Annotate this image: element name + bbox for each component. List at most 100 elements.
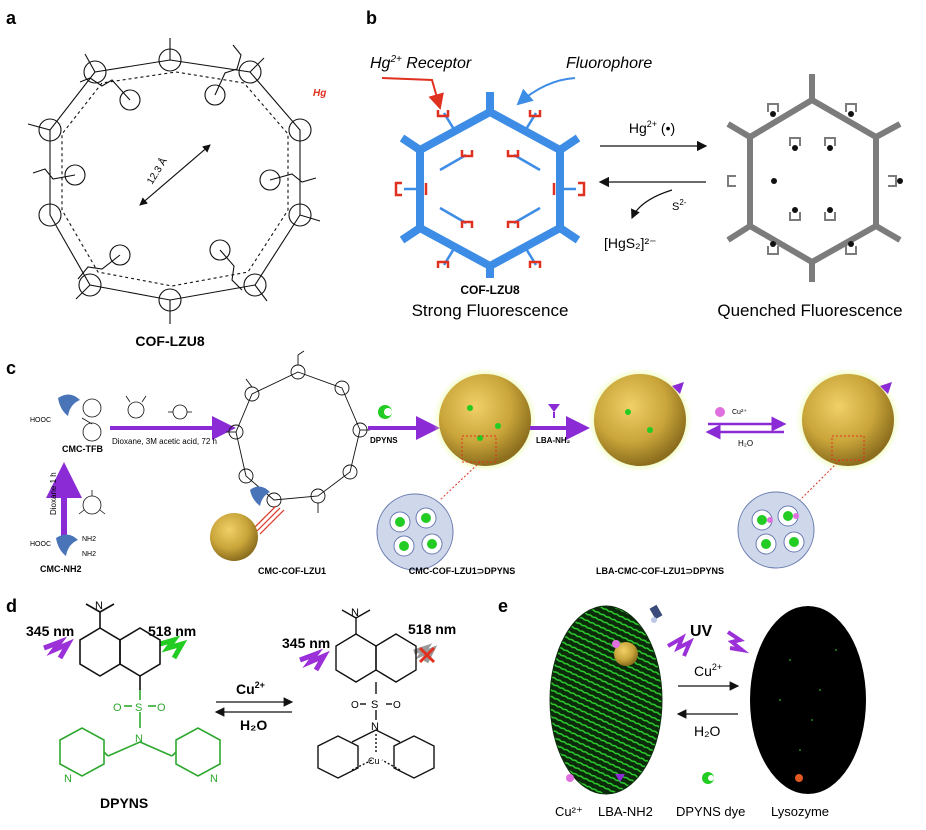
receptor-pointer [381, 77, 444, 110]
panel-c-letter: c [6, 358, 16, 378]
hg-mark: Hg [313, 88, 326, 99]
emission-bolt-left [159, 635, 188, 660]
dpyns-step: DPYNS [368, 405, 440, 445]
s-atom-2: S [371, 699, 378, 711]
nh2-label-2: NH2 [82, 551, 96, 558]
dpyns-step-label: DPYNS [370, 436, 398, 445]
hg-ions [770, 111, 903, 247]
emission-left: 518 nm [148, 623, 196, 639]
cmc-nh2-structure: HOOC NH2 NH2 CMC-NH2 [30, 534, 96, 574]
cu-atom: Cu [368, 756, 380, 766]
legend-lysozyme-icon [795, 774, 803, 782]
dpyns-name-d: DPYNS [100, 795, 148, 811]
cmc-nh2-label: CMC-NH2 [40, 564, 82, 574]
cooh-label-top: HOOC [30, 417, 51, 424]
legend-lba-icon [615, 774, 625, 782]
caption-cmc-cof-dpyns: CMC-COF-LZU1⊃DPYNS [409, 566, 516, 576]
hgs2-product-label: [HgS₂]²⁻ [604, 235, 657, 251]
fluorophore-pointer [516, 77, 576, 106]
dpyns-structure-left [59, 603, 221, 777]
hg-receptors [394, 110, 586, 268]
panel-d: d 345 nm 518 nm [6, 596, 456, 811]
panel-b: b Hg2+ Receptor Fluorophore [366, 8, 903, 320]
excitation-bolt-right [299, 648, 330, 672]
n-atom-3: N [64, 773, 72, 785]
caption-lba-cmc-cof-dpyns: LBA-CMC-COF-LZU1⊃DPYNS [596, 566, 724, 576]
red-link-lines [251, 505, 285, 535]
particle-dpyns [433, 368, 537, 501]
cmc-cof-lzu1-macrocycle [226, 350, 370, 513]
caption-cmc-cof-lzu1: CMC-COF-LZU1 [258, 566, 326, 576]
cooh-label-bottom: HOOC [30, 541, 51, 548]
panel-d-letter: d [6, 596, 17, 616]
hg-bound-receptors [727, 103, 897, 255]
n-atom-2: N [135, 733, 143, 745]
legend-cu: Cu²⁺ [555, 804, 583, 819]
fluorophore-label: Fluorophore [566, 55, 652, 72]
pore-zoom-2 [737, 491, 815, 569]
cu-dpyns-complex [317, 609, 435, 779]
o-atom-2: O [157, 702, 166, 714]
n-atom-4: N [210, 773, 218, 785]
excitation-right: 345 nm [282, 635, 330, 651]
o-atom-1: O [113, 702, 122, 714]
strong-fluorescence-caption: Strong Fluorescence [412, 301, 569, 320]
uv-bolt-right [726, 630, 750, 654]
cof-lzu8-name-b: COF-LZU8 [460, 283, 520, 297]
uv-bolt-left [667, 633, 694, 657]
n-atom-5: N [351, 607, 359, 619]
quenched-framework [726, 74, 902, 282]
panel-e: e UV Cu2+ H₂O Cu²⁺ LBA-NH2 DPYNS dye [498, 596, 866, 819]
s-atom-1: S [135, 702, 142, 714]
condensation-condition: Dioxane, 3M acetic acid, 72 h [112, 437, 217, 446]
lba-step-label: LBA-NH₂ [536, 436, 571, 445]
legend-cu-icon [566, 774, 574, 782]
reagents-c [125, 395, 192, 420]
panel-e-letter: e [498, 596, 508, 616]
product-release-arrow [631, 189, 673, 220]
panel-a-letter: a [6, 8, 17, 28]
o-atom-4: O [393, 700, 401, 711]
cof-particle-small [210, 513, 258, 561]
h2o-label-d: H₂O [240, 717, 267, 733]
excitation-left: 345 nm [26, 623, 74, 639]
cmc-tfb-structure: HOOC CMC-TFB [30, 394, 103, 454]
cu-equilibrium-c: Cu²⁺ H₂O [705, 407, 787, 448]
fingerprint-quenched [750, 606, 866, 794]
excitation-bolt-left [43, 636, 74, 660]
h2o-label-e: H₂O [694, 723, 721, 739]
uv-lamp-icon [649, 604, 663, 623]
cof-lzu8-macrocycle [27, 38, 321, 324]
panel-b-letter: b [366, 8, 377, 28]
h2o-label-c: H₂O [738, 439, 753, 448]
receptor-label: Hg2+ Receptor [370, 54, 472, 72]
cmc-fragment [250, 486, 270, 506]
cof-lzu8-framework [399, 92, 581, 278]
quenched-fluorescence-caption: Quenched Fluorescence [717, 301, 902, 320]
cmc-tfb-label: CMC-TFB [62, 444, 103, 454]
particle-lba [588, 368, 692, 472]
legend-e: Cu²⁺ LBA-NH2 DPYNS dye Lysozyme [555, 772, 829, 819]
pore-zoom-1 [376, 493, 454, 571]
emission-right: 518 nm [408, 621, 456, 637]
lba-step: LBA-NH₂ [530, 404, 590, 445]
legend-lysozyme: Lysozyme [771, 804, 829, 819]
o-atom-3: O [351, 700, 359, 711]
fingerprint-bright [549, 605, 663, 795]
panel-a: a 12.3 Å Hg COF-LZU8 [6, 8, 326, 349]
panel-c: c HOOC CMC-TFB Dioxane 1 h HOOC NH2 NH2 … [6, 350, 900, 576]
quenched-speckles [779, 649, 837, 751]
sulfide-label: S2- [672, 198, 687, 213]
cu-forward-label-e: Cu2+ [694, 662, 722, 679]
uv-label: UV [690, 623, 713, 640]
cu-label-c: Cu²⁺ [732, 409, 747, 416]
quench-cross [418, 646, 436, 664]
cu-forward-label-d: Cu2+ [236, 680, 265, 697]
legend-dpyns: DPYNS dye [676, 804, 745, 819]
dioxane-step-label: Dioxane 1 h [49, 472, 58, 515]
particle-cu [796, 368, 900, 501]
n-atom-6: N [371, 721, 379, 733]
legend-lba: LBA-NH2 [598, 804, 653, 819]
nh2-label-1: NH2 [82, 536, 96, 543]
